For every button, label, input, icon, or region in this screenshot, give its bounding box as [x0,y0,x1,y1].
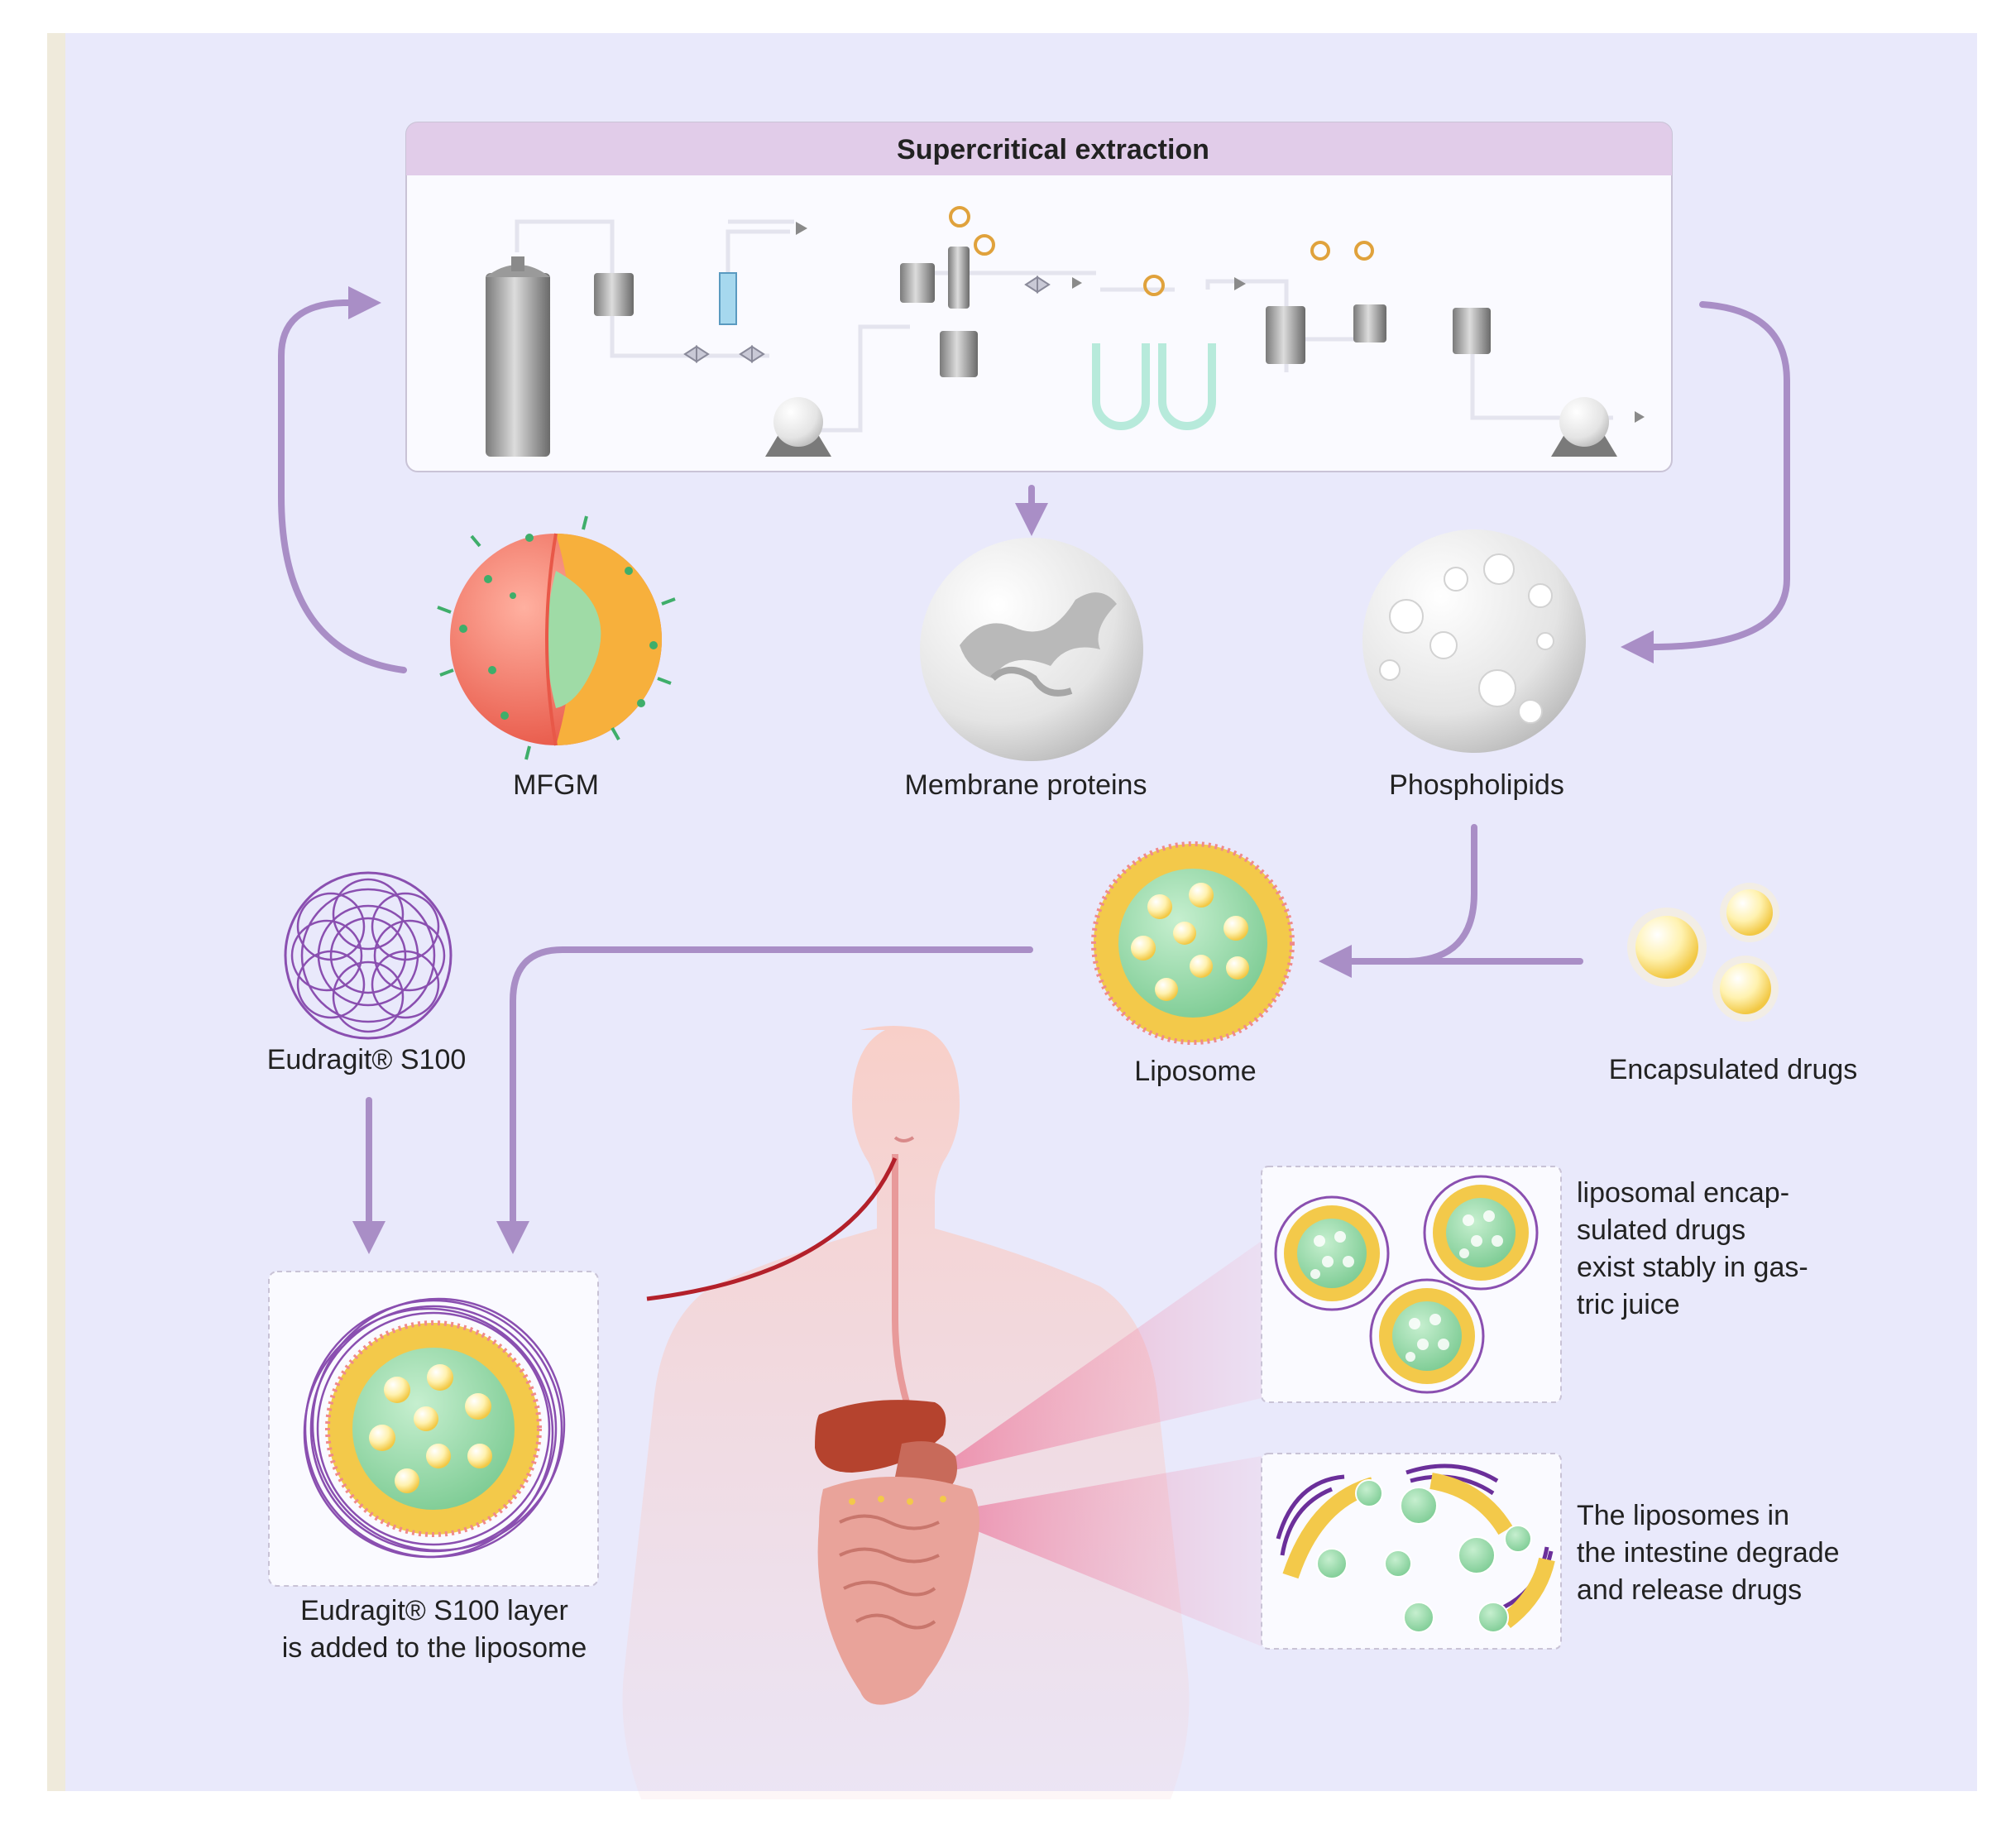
separator-vessel-icon [594,247,1491,377]
ingestion-line [646,1157,898,1301]
encapsulated-drugs-icon [1627,883,1779,1022]
caption-line: Eudragit® S100 layer [300,1595,568,1626]
label-membrane-proteins: Membrane proteins [905,769,1147,801]
caption-line: is added to the liposome [281,1632,587,1664]
arrow-mfgm-to-extraction [278,286,407,673]
pump-icon [1551,397,1617,457]
gas-cylinder-icon [486,256,550,457]
liposome-icon [1091,841,1295,1045]
process-arrows [278,286,1790,1254]
intestine-icon [817,1477,979,1705]
phospholipids-icon [1362,529,1586,753]
label-liposome: Liposome [1134,1056,1256,1087]
eudragit-polymer-icon [284,871,453,1040]
flow-arrow-icon [1234,277,1246,290]
mfgm-globule-icon [437,515,676,760]
left-strip [47,33,65,1791]
label-encapsulated-drugs: Encapsulated drugs [1609,1054,1858,1085]
coated-liposome-icon [1274,1195,1390,1311]
note-line: sulated drugs [1577,1214,1746,1246]
membrane-proteins-icon [920,538,1143,761]
note-line: exist stably in gas- [1577,1252,1808,1283]
header-band [406,122,1672,175]
released-drug-icon [1316,1479,1532,1633]
arrow-extraction-to-phospholipids [1621,301,1790,663]
zoom-beam-stomach [927,1241,1262,1477]
coated-liposome-icon [1369,1278,1485,1394]
valve-icon [683,275,1051,363]
pump-icon [765,397,831,457]
label-mfgm: MFGM [513,769,599,801]
note-line: and release drugs [1577,1574,1803,1606]
label-phospholipids: Phospholipids [1389,769,1564,801]
intestine-detail-panel [1261,1453,1562,1650]
note-gastric: liposomal encap- sulated drugs exist sta… [1577,1175,1941,1324]
panel-title: Supercritical extraction [897,134,1209,165]
label-eudragit: Eudragit® S100 [267,1044,467,1075]
gastric-detail-panel [1261,1166,1562,1403]
heat-exchanger-icon [719,272,737,325]
flow-arrow-icon [1635,411,1645,423]
note-intestine: The liposomes in the intestine degrade a… [1577,1497,1941,1609]
u-tube-icon [1092,343,1216,430]
bubble-icon [949,206,1374,296]
zoom-beam-intestine [935,1456,1262,1646]
flow-arrow-icon [796,222,807,235]
coated-liposome-icon [1423,1175,1539,1291]
caption-coated-liposome: Eudragit® S100 layer is added to the lip… [248,1593,620,1667]
extraction-panel: Supercritical extraction [405,122,1673,472]
note-line: The liposomes in [1577,1500,1790,1531]
flow-arrow-icon [1072,277,1082,289]
note-line: the intestine degrade [1577,1537,1840,1569]
arrow-liposome-to-coating [496,946,1033,1254]
coated-liposome-panel [268,1271,599,1587]
note-line: liposomal encap- [1577,1177,1790,1209]
note-line: tric juice [1577,1289,1680,1320]
